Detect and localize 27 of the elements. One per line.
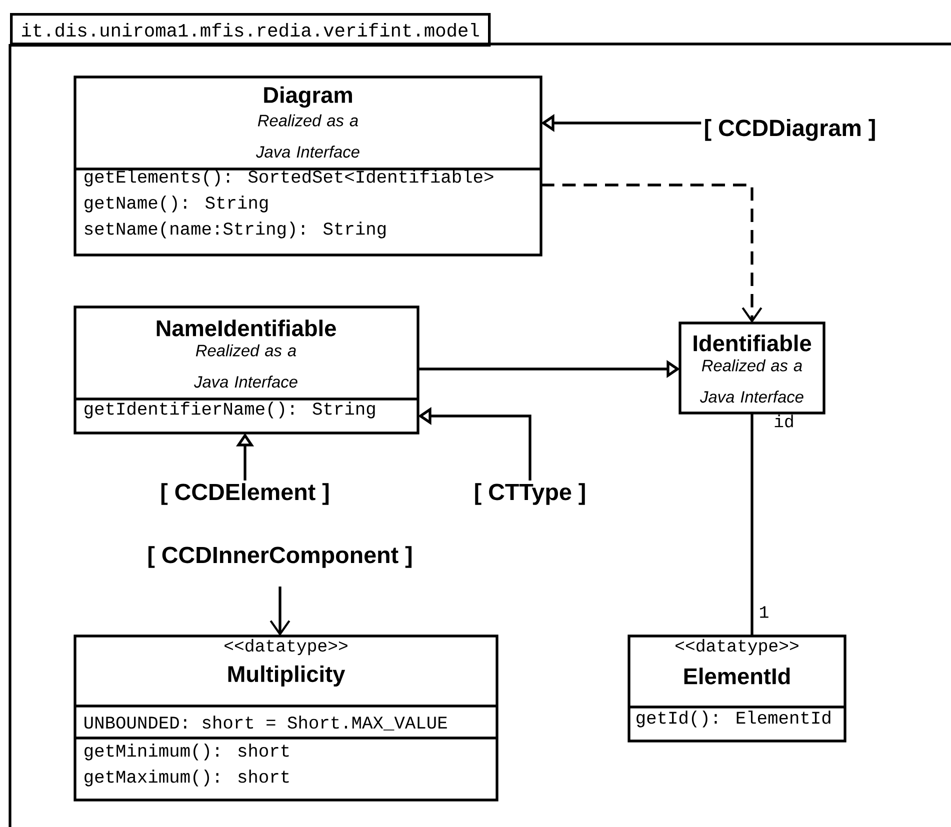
- element-label: [ CCDInnerComponent ]: [148, 546, 412, 568]
- class-note: Realized as a Java Interface: [700, 359, 804, 403]
- element-label: [ CCDDiagram ]: [705, 119, 875, 141]
- element-label: [ CCDElement ]: [161, 483, 329, 505]
- member-text: setName(name:String): String: [84, 222, 386, 238]
- class-name: NameIdentifiable: [156, 320, 336, 336]
- class-note: Realized as a Java Interface: [194, 344, 298, 388]
- member-text: getMinimum(): short: [84, 744, 289, 760]
- stereotype-text: <<datatype>>: [676, 638, 798, 656]
- member-text: getElements(): SortedSet<Identifiable>: [84, 170, 494, 186]
- member-text: getId(): ElementId: [636, 710, 830, 728]
- association-line: [750, 413, 754, 636]
- class-name: Multiplicity: [228, 665, 346, 687]
- class-name: Diagram: [264, 86, 352, 108]
- member-text: getIdentifierName(): String: [84, 402, 375, 418]
- stereotype-text: <<datatype>>: [224, 638, 348, 656]
- multiplicity-label: id: [774, 414, 793, 428]
- class-name: ElementId: [684, 668, 790, 684]
- multiplicity-label: 1: [760, 606, 768, 618]
- dependency-arrow: [541, 184, 762, 323]
- member-text: getName(): String: [84, 196, 268, 212]
- element-label: [ CTType ]: [475, 483, 585, 505]
- dependency-arrow: [270, 586, 290, 636]
- class-note: Realized as a Java Interface: [256, 114, 360, 158]
- member-text: getMaximum(): short: [84, 770, 289, 786]
- class-name: Identifiable: [694, 334, 812, 352]
- member-text: UNBOUNDED: short = Short.MAX_VALUE: [84, 716, 447, 730]
